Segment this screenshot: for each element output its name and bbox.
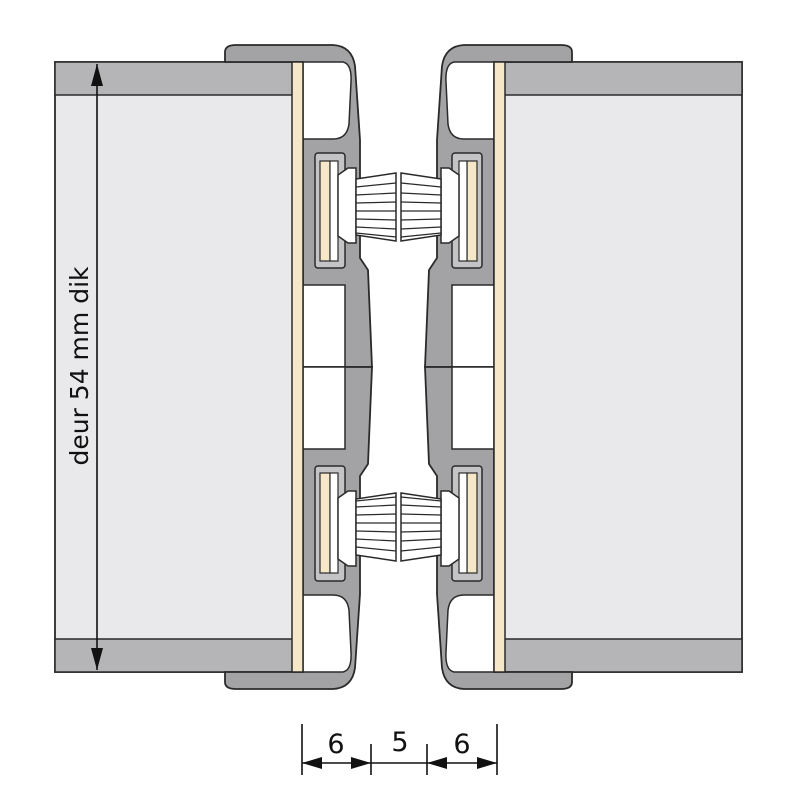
dimension-gap-label: 5 <box>391 727 408 758</box>
dimension-left-label: 6 <box>327 729 344 760</box>
dimension-arrows <box>302 757 497 769</box>
dimension-right-label: 6 <box>453 729 470 760</box>
right-door-with-seal-profile <box>401 45 742 689</box>
door-thickness-label: deur 54 mm dik <box>65 266 94 466</box>
gap-dimension-lines <box>301 724 498 775</box>
thickness-dimension-line <box>91 64 103 670</box>
left-door-with-seal-profile <box>55 45 396 689</box>
